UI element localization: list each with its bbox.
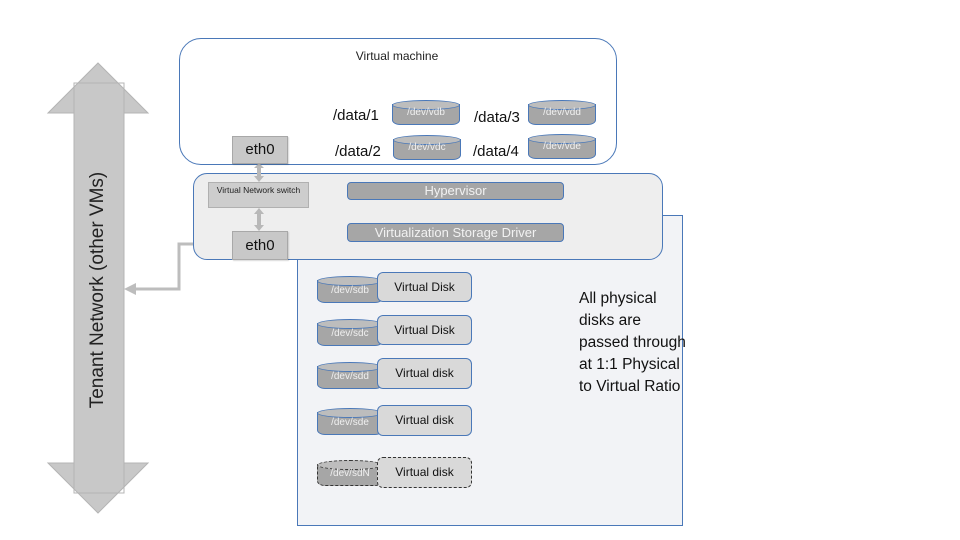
- vm-eth-link-icon: [254, 163, 264, 182]
- vm-disk-device: /dev/vdd: [543, 107, 581, 118]
- tenant-network-arrow-shaft: [73, 82, 125, 494]
- switch-eth-link-icon: [254, 208, 264, 231]
- vm-disk-cylinder: /dev/vdb: [392, 100, 460, 125]
- vm-disk-cylinder: /dev/vdc: [393, 135, 461, 160]
- vm-disk-device: /dev/vdb: [407, 107, 445, 118]
- physical-disk-device: /dev/sdb: [331, 285, 369, 296]
- virtual-machine-title: Virtual machine: [355, 49, 439, 63]
- vm-disk-cylinder: /dev/vdd: [528, 100, 596, 125]
- vm-eth0-interface[interactable]: eth0: [232, 136, 288, 164]
- physical-disk-device: /dev/sde: [331, 417, 369, 428]
- physical-disk-device: /dev/sdc: [331, 328, 369, 339]
- physical-disk-device: /dev/sdN: [330, 468, 370, 479]
- host-eth0-interface[interactable]: eth0: [232, 231, 288, 260]
- vm-disk-cylinder: /dev/vde: [528, 134, 596, 159]
- virtual-disk[interactable]: Virtual disk: [377, 405, 472, 436]
- physical-disk-cylinder-placeholder: /dev/sdN: [317, 460, 383, 486]
- storage-driver-bar: Virtualization Storage Driver: [347, 223, 564, 242]
- virtual-disk[interactable]: Virtual disk: [377, 358, 472, 389]
- arrowhead-left-icon: [124, 283, 136, 295]
- physical-disk-cylinder: /dev/sde: [317, 408, 383, 435]
- mount-label: /data/2: [335, 143, 381, 160]
- mount-label: /data/1: [333, 107, 379, 124]
- physical-disk-cylinder: /dev/sdb: [317, 276, 383, 303]
- hypervisor-bar: Hypervisor: [347, 182, 564, 200]
- tenant-network-arrow: [46, 62, 150, 514]
- virtual-disk[interactable]: Virtual Disk: [377, 272, 472, 302]
- mount-label: /data/4: [473, 143, 519, 160]
- virtual-disk[interactable]: Virtual Disk: [377, 315, 472, 345]
- vm-disk-device: /dev/vdc: [408, 142, 446, 153]
- physical-disk-device: /dev/sdd: [331, 371, 369, 382]
- physical-disk-cylinder: /dev/sdd: [317, 362, 383, 389]
- virtual-network-switch[interactable]: Virtual Network switch: [208, 182, 309, 208]
- passthrough-note: All physical disks are passed through at…: [579, 290, 686, 395]
- tenant-network-label: Tenant Network (other VMs): [87, 171, 108, 409]
- physical-disk-cylinder: /dev/sdc: [317, 319, 383, 346]
- virtual-disk-placeholder[interactable]: Virtual disk: [377, 457, 472, 488]
- mount-label: /data/3: [474, 109, 520, 126]
- vm-disk-device: /dev/vde: [543, 141, 581, 152]
